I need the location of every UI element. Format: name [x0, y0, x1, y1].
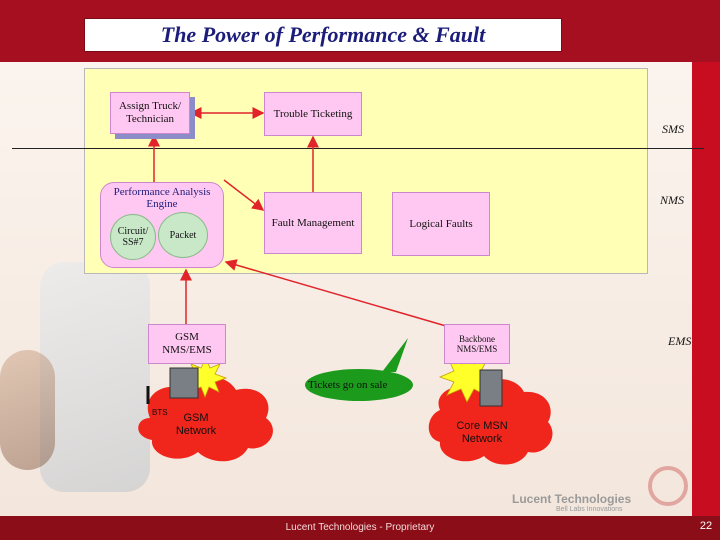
- slide-title: The Power of Performance & Fault: [160, 22, 486, 47]
- packet-label: Packet: [169, 229, 197, 241]
- fault-management-box[interactable]: Fault Management: [264, 192, 362, 254]
- gsm-network-label: GSM Network: [175, 412, 217, 437]
- core-msn-network-label: Core MSN Network: [456, 420, 508, 445]
- backbone-perf-connector: [224, 259, 447, 327]
- circuit-ss7-label: Circuit/ SS#7: [117, 226, 149, 248]
- trouble-ticketing-box[interactable]: Trouble Ticketing: [264, 92, 362, 136]
- callout-bubble-tail: [382, 338, 408, 372]
- nms-layer-label: NMS: [660, 193, 684, 207]
- packet-node[interactable]: Packet: [158, 212, 208, 258]
- lucent-logo-text: Lucent Technologies: [512, 492, 632, 506]
- phone-watermark-image: [40, 262, 150, 492]
- lucent-logo-tagline: Bell Labs Innovations: [556, 506, 623, 513]
- logical-faults-box[interactable]: Logical Faults: [392, 192, 490, 256]
- core-network-cloud: [428, 378, 553, 465]
- assign-technician-box[interactable]: Assign Truck/ Technician: [110, 92, 190, 134]
- sms-nms-divider: [12, 148, 704, 149]
- performance-analysis-engine-label: Performance Analysis Engine: [113, 186, 211, 210]
- tickets-callout-text: Tickets go on sale: [308, 379, 388, 391]
- trouble-ticketing-label: Trouble Ticketing: [273, 107, 353, 120]
- perf-fault-connector: [223, 179, 265, 211]
- footer-bar: [0, 516, 720, 540]
- assign-technician-label: Assign Truck/ Technician: [118, 100, 182, 125]
- logical-faults-label: Logical Faults: [409, 217, 473, 230]
- footer-proprietary-text: Lucent Technologies - Proprietary: [285, 522, 435, 533]
- backbone-nms-ems-label: Backbone NMS/EMS: [456, 333, 498, 354]
- core-router-equipment-icon: [479, 369, 503, 407]
- gsm-nms-ems-box[interactable]: GSM NMS/EMS: [148, 324, 226, 364]
- backbone-nms-ems-box[interactable]: Backbone NMS/EMS: [444, 324, 510, 364]
- gsm-switch-equipment-icon: [169, 367, 199, 399]
- circuit-ss7-node[interactable]: Circuit/ SS#7: [110, 214, 156, 260]
- sms-layer-label: SMS: [662, 122, 684, 136]
- gsm-nms-ems-label: GSM NMS/EMS: [162, 331, 212, 356]
- ems-layer-label: EMS: [668, 334, 692, 348]
- person-watermark-image: [0, 350, 55, 470]
- callout-bubble: [305, 369, 413, 401]
- title-box: The Power of Performance & Fault: [84, 18, 562, 52]
- right-accent-bar: [692, 62, 720, 516]
- bts-label: BTS: [152, 408, 168, 417]
- fault-management-label: Fault Management: [271, 216, 355, 229]
- page-number: 22: [699, 520, 713, 532]
- lucent-logo-ring-icon: [648, 466, 688, 506]
